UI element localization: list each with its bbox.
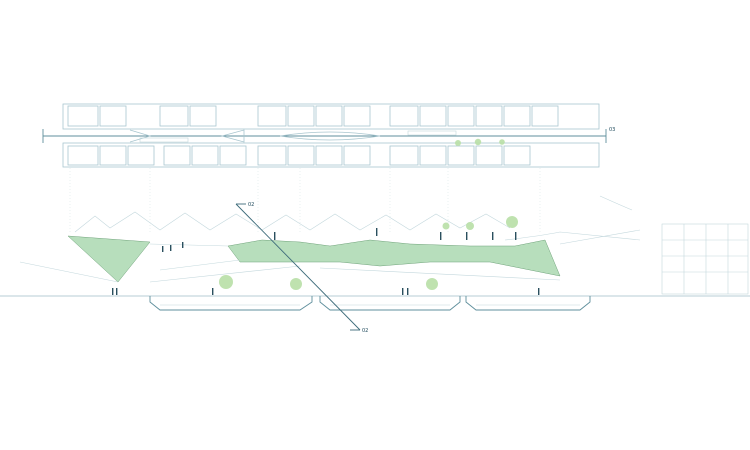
plan-cut-label: 03 — [609, 127, 615, 133]
plan-units-bottom — [67, 145, 531, 166]
lower-cut-label: 02 — [362, 328, 368, 334]
section-view: 02 02 — [0, 195, 750, 334]
green-deck-center — [227, 239, 561, 277]
basement-level — [149, 296, 591, 311]
section-cut-diagonal: 02 02 — [235, 202, 368, 334]
floor-plan: 03 — [42, 103, 615, 168]
green-ramp-left — [67, 235, 151, 283]
section-trees — [219, 216, 518, 290]
background-building — [661, 223, 749, 295]
upper-cut-label: 02 — [248, 202, 254, 208]
human-figures — [112, 228, 540, 295]
plan-units-top — [67, 105, 559, 127]
